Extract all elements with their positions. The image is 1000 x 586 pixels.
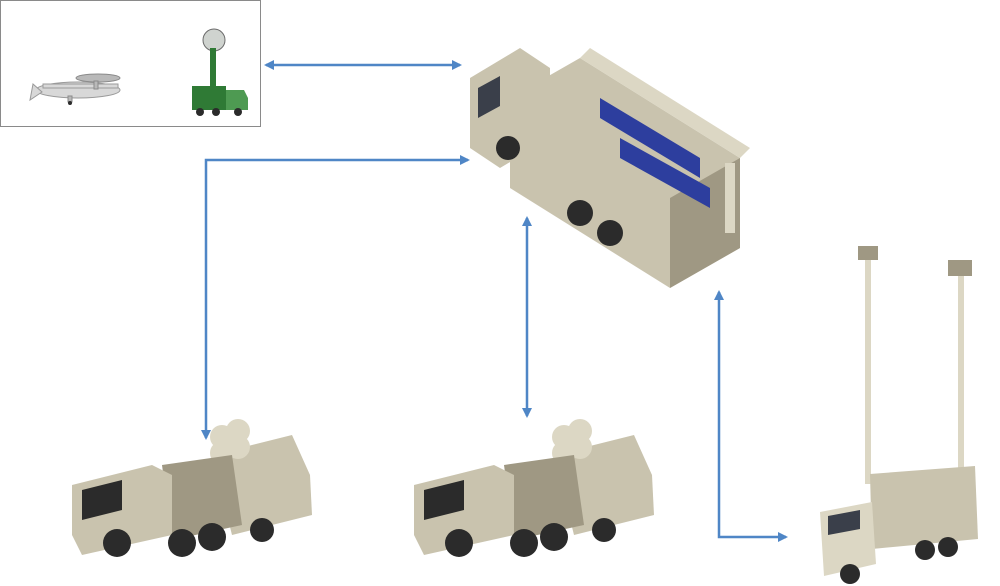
command-shelter-truck-icon [470, 48, 750, 288]
awacs-aircraft-icon [29, 73, 121, 105]
missile-launcher-truck-icon [72, 419, 312, 557]
arrow-command-launcher-1 [201, 155, 470, 440]
mast-sensor-truck-icon [820, 246, 978, 584]
missile-launcher-truck-icon [414, 419, 654, 557]
link-arrows [201, 60, 788, 542]
arrow-command-surveillance [714, 290, 788, 542]
radar-truck-icon [192, 28, 248, 116]
